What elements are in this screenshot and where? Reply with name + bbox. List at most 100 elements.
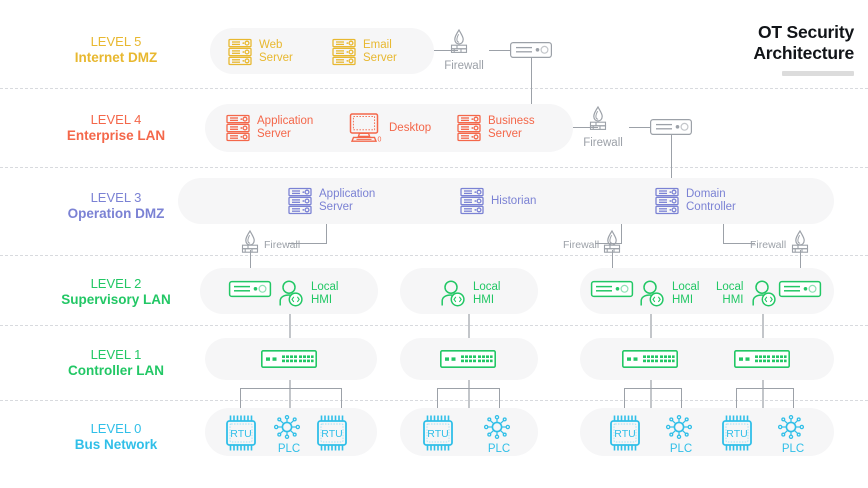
node-web-server[interactable]: Web Server	[228, 38, 293, 66]
node-label-local-hmi-c2: Local HMI	[716, 280, 744, 306]
connector-l3-to-firewall-right	[723, 243, 755, 244]
router-icon	[778, 280, 822, 298]
level-4-number: LEVEL 4	[90, 112, 142, 127]
level-0-name: Bus Network	[74, 437, 158, 452]
hmi-icon	[639, 280, 665, 307]
bus-drop-a-center	[289, 368, 291, 420]
node-label-web-server: Web Server	[259, 39, 293, 64]
hmi-icon	[751, 280, 777, 307]
node-plc-c1[interactable]: PLC	[660, 414, 702, 456]
page-title-line-1: OT Security	[757, 22, 854, 42]
bus-rail-c2	[736, 388, 793, 389]
row-separator-5-4	[0, 88, 868, 89]
level-0-number: LEVEL 0	[90, 421, 142, 436]
svg-text:RTU: RTU	[614, 428, 635, 440]
node-application-server-l3[interactable]: Application Server	[288, 187, 375, 215]
router-l5[interactable]	[510, 42, 552, 59]
bus-branch-c2-left	[736, 388, 737, 410]
bus-drop-c2-center	[762, 368, 764, 420]
node-label-domain-controller: Domain Controller	[686, 188, 736, 213]
node-rtu-a1[interactable]: RTU	[219, 413, 263, 453]
node-desktop[interactable]: 0 Desktop	[348, 113, 431, 143]
node-application-server-l4[interactable]: Application Server	[226, 114, 313, 142]
switch-l1-a[interactable]	[261, 350, 318, 368]
firewall-icon	[583, 104, 623, 134]
switch-icon	[261, 350, 318, 368]
svg-text:0: 0	[378, 136, 382, 143]
router-l2-a[interactable]	[228, 280, 272, 298]
desktop-icon: 0	[348, 113, 382, 143]
level-label-1: LEVEL 1 Controller LAN	[28, 347, 204, 379]
node-domain-controller[interactable]: Domain Controller	[655, 187, 736, 215]
firewall-l3-l2-left[interactable]	[235, 228, 265, 258]
firewall-l4-l3[interactable]: Firewall	[583, 104, 623, 150]
svg-text:RTU: RTU	[427, 428, 448, 440]
server-icon	[226, 114, 250, 142]
node-local-hmi-c1[interactable]: Local HMI	[639, 280, 700, 307]
plc-node-icon	[478, 414, 520, 440]
connector-l2-to-l1-c1	[650, 305, 652, 350]
router-l4[interactable]	[650, 119, 692, 136]
firewall-l3-l2-mid[interactable]	[597, 228, 627, 258]
node-plc-a[interactable]: PLC	[268, 414, 310, 456]
node-rtu-b1[interactable]: RTU	[416, 413, 460, 453]
node-business-server[interactable]: Business Server	[457, 114, 535, 142]
node-email-server[interactable]: Email Server	[332, 38, 397, 66]
node-historian[interactable]: Historian	[460, 187, 536, 215]
node-plc-b[interactable]: PLC	[478, 414, 520, 456]
page-title-line-2: Architecture	[753, 43, 854, 63]
switch-icon	[622, 350, 679, 368]
node-rtu-a2[interactable]: RTU	[310, 413, 354, 453]
node-rtu-c2[interactable]: RTU	[715, 413, 759, 453]
node-local-hmi-b[interactable]: Local HMI	[440, 280, 501, 307]
connector-firewall-mid-down	[612, 250, 613, 280]
router-l2-c2[interactable]	[778, 280, 822, 298]
router-icon	[650, 119, 692, 136]
firewall-l5-l4[interactable]: Firewall	[444, 27, 484, 73]
svg-text:RTU: RTU	[321, 428, 342, 440]
bus-drop-b-center	[468, 368, 470, 420]
connector-l4-to-firewall	[573, 127, 598, 128]
connector-l2-to-l1-b	[468, 305, 470, 350]
node-label-local-hmi-a: Local HMI	[311, 280, 339, 306]
firewall-l3-l2-right[interactable]	[785, 228, 815, 258]
firewall-label-l3-left: Firewall	[264, 239, 301, 251]
level-3-name: Operation DMZ	[67, 206, 165, 221]
level-5-number: LEVEL 5	[90, 34, 142, 49]
row-separator-1-0	[0, 400, 868, 401]
level-5-name: Internet DMZ	[74, 50, 158, 65]
switch-l1-c2[interactable]	[734, 350, 791, 368]
router-icon	[228, 280, 272, 298]
node-rtu-c1[interactable]: RTU	[603, 413, 647, 453]
bus-branch-a-left	[240, 388, 241, 410]
switch-icon	[440, 350, 497, 368]
switch-icon	[734, 350, 791, 368]
node-label-plc-a: PLC	[277, 443, 301, 455]
switch-l1-c1[interactable]	[622, 350, 679, 368]
bus-branch-c2-right	[793, 388, 794, 410]
firewall-icon	[444, 27, 484, 57]
node-label-local-hmi-b: Local HMI	[473, 280, 501, 306]
connector-firewall-to-router-l4	[629, 127, 650, 128]
node-local-hmi-a[interactable]: Local HMI	[278, 280, 339, 307]
page-title: OT Security Architecture	[594, 22, 854, 76]
server-icon	[332, 38, 356, 66]
connector-l2-to-l1-c2	[762, 305, 764, 350]
connector-router-l4-down	[671, 134, 672, 186]
server-icon	[655, 187, 679, 215]
node-local-hmi-c2[interactable]: Local HMI	[716, 280, 777, 307]
rtu-chip-icon: RTU	[416, 413, 460, 453]
node-label-plc-b: PLC	[487, 443, 511, 455]
rtu-chip-icon: RTU	[715, 413, 759, 453]
bus-rail-a	[240, 388, 341, 389]
bus-branch-c1-right	[681, 388, 682, 410]
router-icon	[590, 280, 634, 298]
switch-l1-b[interactable]	[440, 350, 497, 368]
level-label-3: LEVEL 3 Operation DMZ	[28, 190, 204, 222]
router-l2-c1[interactable]	[590, 280, 634, 298]
node-plc-c2[interactable]: PLC	[772, 414, 814, 456]
connector-l3-down-right	[723, 222, 724, 244]
svg-text:RTU: RTU	[726, 428, 747, 440]
svg-text:RTU: RTU	[230, 428, 251, 440]
